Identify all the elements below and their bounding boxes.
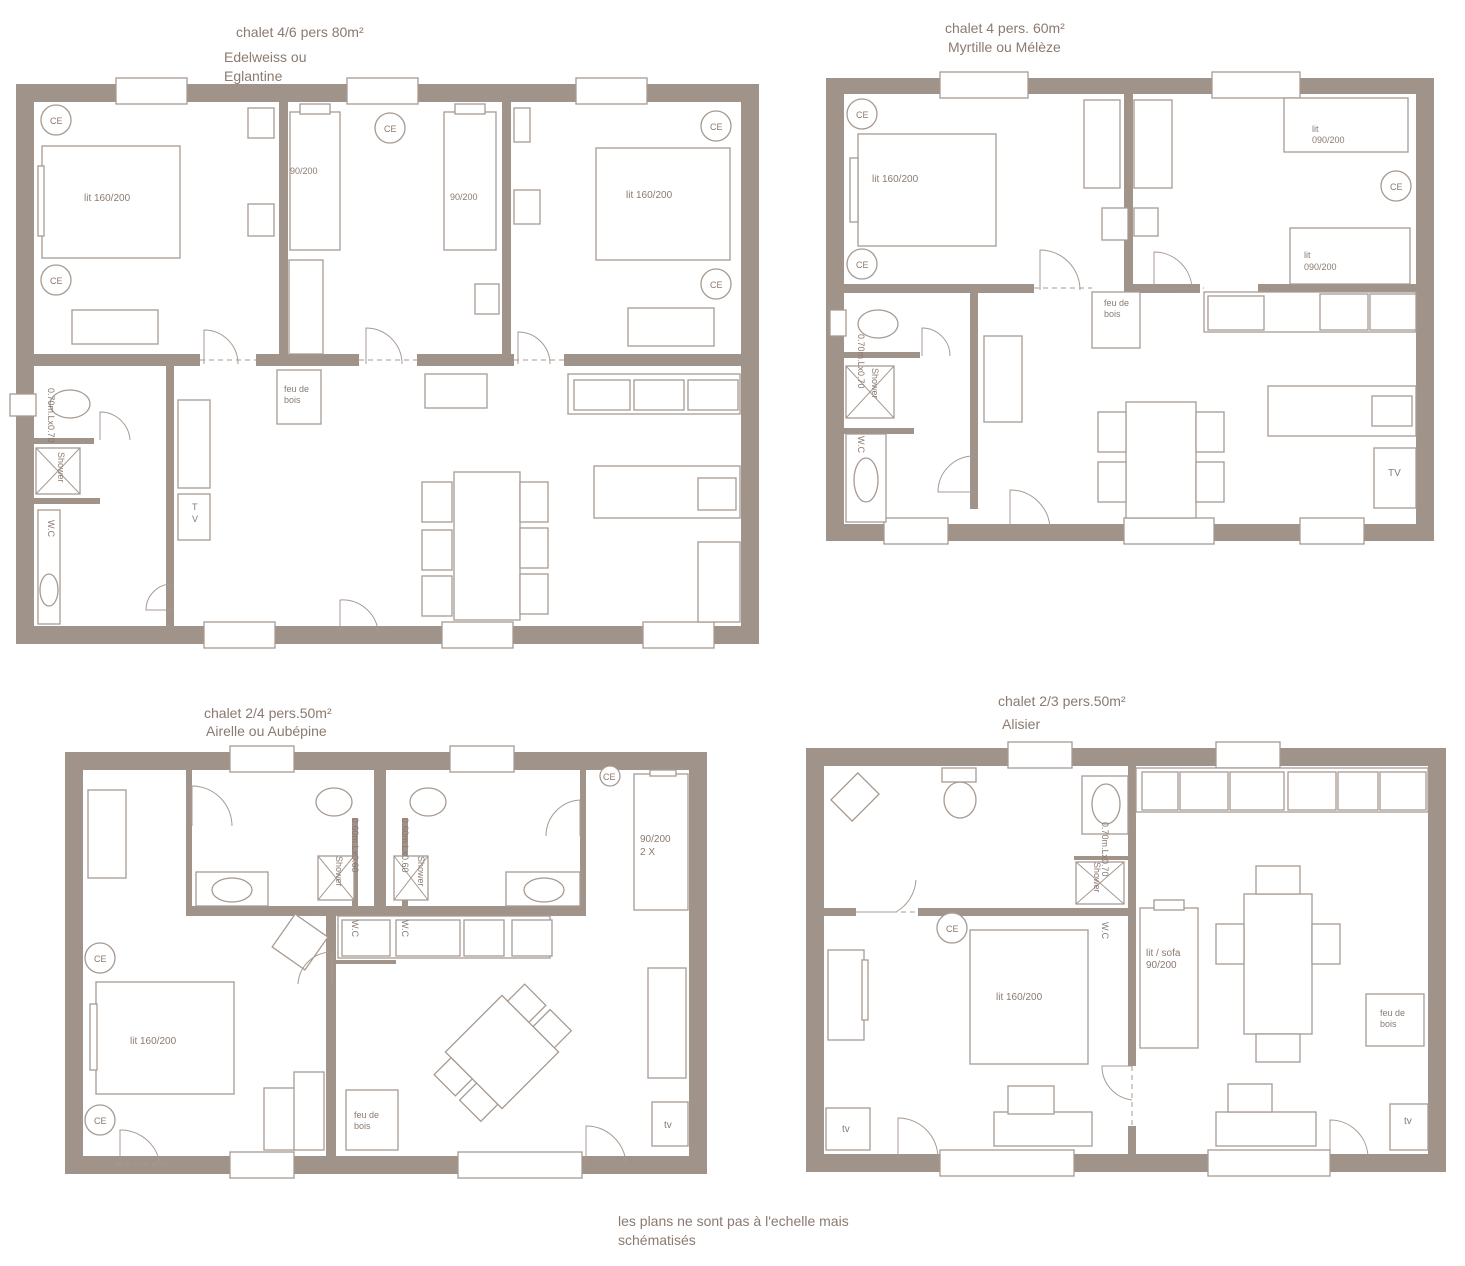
shower-label: Shower [334,856,344,887]
shower-dim-label: 0.70m.Lx0.70 [46,388,56,443]
bed-label: lit 160/200 [872,174,919,185]
ce-label: CE [50,276,63,286]
tv-label: tv [842,1124,850,1135]
plan-3-subtitle: Airelle ou Aubépine [206,723,327,739]
shower-label: Shower [56,452,66,483]
wc-label: W.C [856,436,866,453]
ce-label: CE [50,116,63,126]
plan-2-title: chalet 4 pers. 60m² [945,20,1065,36]
shower-label: Shower [416,856,426,887]
plan-1 [9,77,759,649]
scale-note: les plans ne sont pas à l'echelle mais s… [618,1213,849,1248]
plan-2 [826,71,1434,545]
tv-label: tv [664,1120,672,1131]
plan-4-title: chalet 2/3 pers.50m² [998,693,1126,709]
bed-single-label: 90/200 [450,192,478,202]
ce-label: CE [946,924,959,934]
plan-3 [65,745,707,1179]
ce-label: CE [856,110,869,120]
plan-2-subtitle: Myrtille ou Mélèze [948,39,1061,55]
shower-dim-label: 0.60m.Lx0.60 [400,818,410,873]
shower-label: Shower [1092,862,1102,893]
plan-1-title: chalet 4/6 pers 80m² [236,24,364,40]
ce-label: CE [384,124,397,134]
bed-label: lit 160/200 [996,992,1043,1003]
ce-label: CE [856,260,869,270]
bed-single-label: 90/200 [290,166,318,176]
plan-labels: CE CE CE CE CE CE CE CE CE CE CE CE lit … [46,110,1412,1135]
bed-label: lit 160/200 [626,190,673,201]
tv-label: tv [1404,1116,1412,1127]
wc-label: W.C [46,520,56,537]
wc-label: W.C [350,920,360,937]
ce-label: CE [94,1116,107,1126]
ce-label: CE [710,280,723,290]
shower-dim-label: 0.70m.Lx0.70 [856,334,866,389]
plan-1-subtitle: Edelweiss ou Eglantine [224,49,307,84]
shower-label: Shower [870,368,880,399]
ce-label: CE [603,772,616,782]
shower-dim-label: 0.70m.Lx0.70 [1100,822,1110,877]
ce-label: CE [1390,182,1403,192]
wc-label: W.C [1100,922,1110,939]
wc-label: W.C [400,920,410,937]
shower-dim-label: 0.60m.Lx0.60 [350,818,360,873]
plan-4-subtitle: Alisier [1002,716,1041,732]
ce-label: CE [710,122,723,132]
plan-4 [806,741,1446,1177]
bed-label: lit 160/200 [130,1036,177,1047]
tv-label: TV [1388,468,1401,479]
plan-3-title: chalet 2/4 pers.50m² [204,705,332,721]
ce-label: CE [94,954,107,964]
bed-label: lit 160/200 [84,193,131,204]
